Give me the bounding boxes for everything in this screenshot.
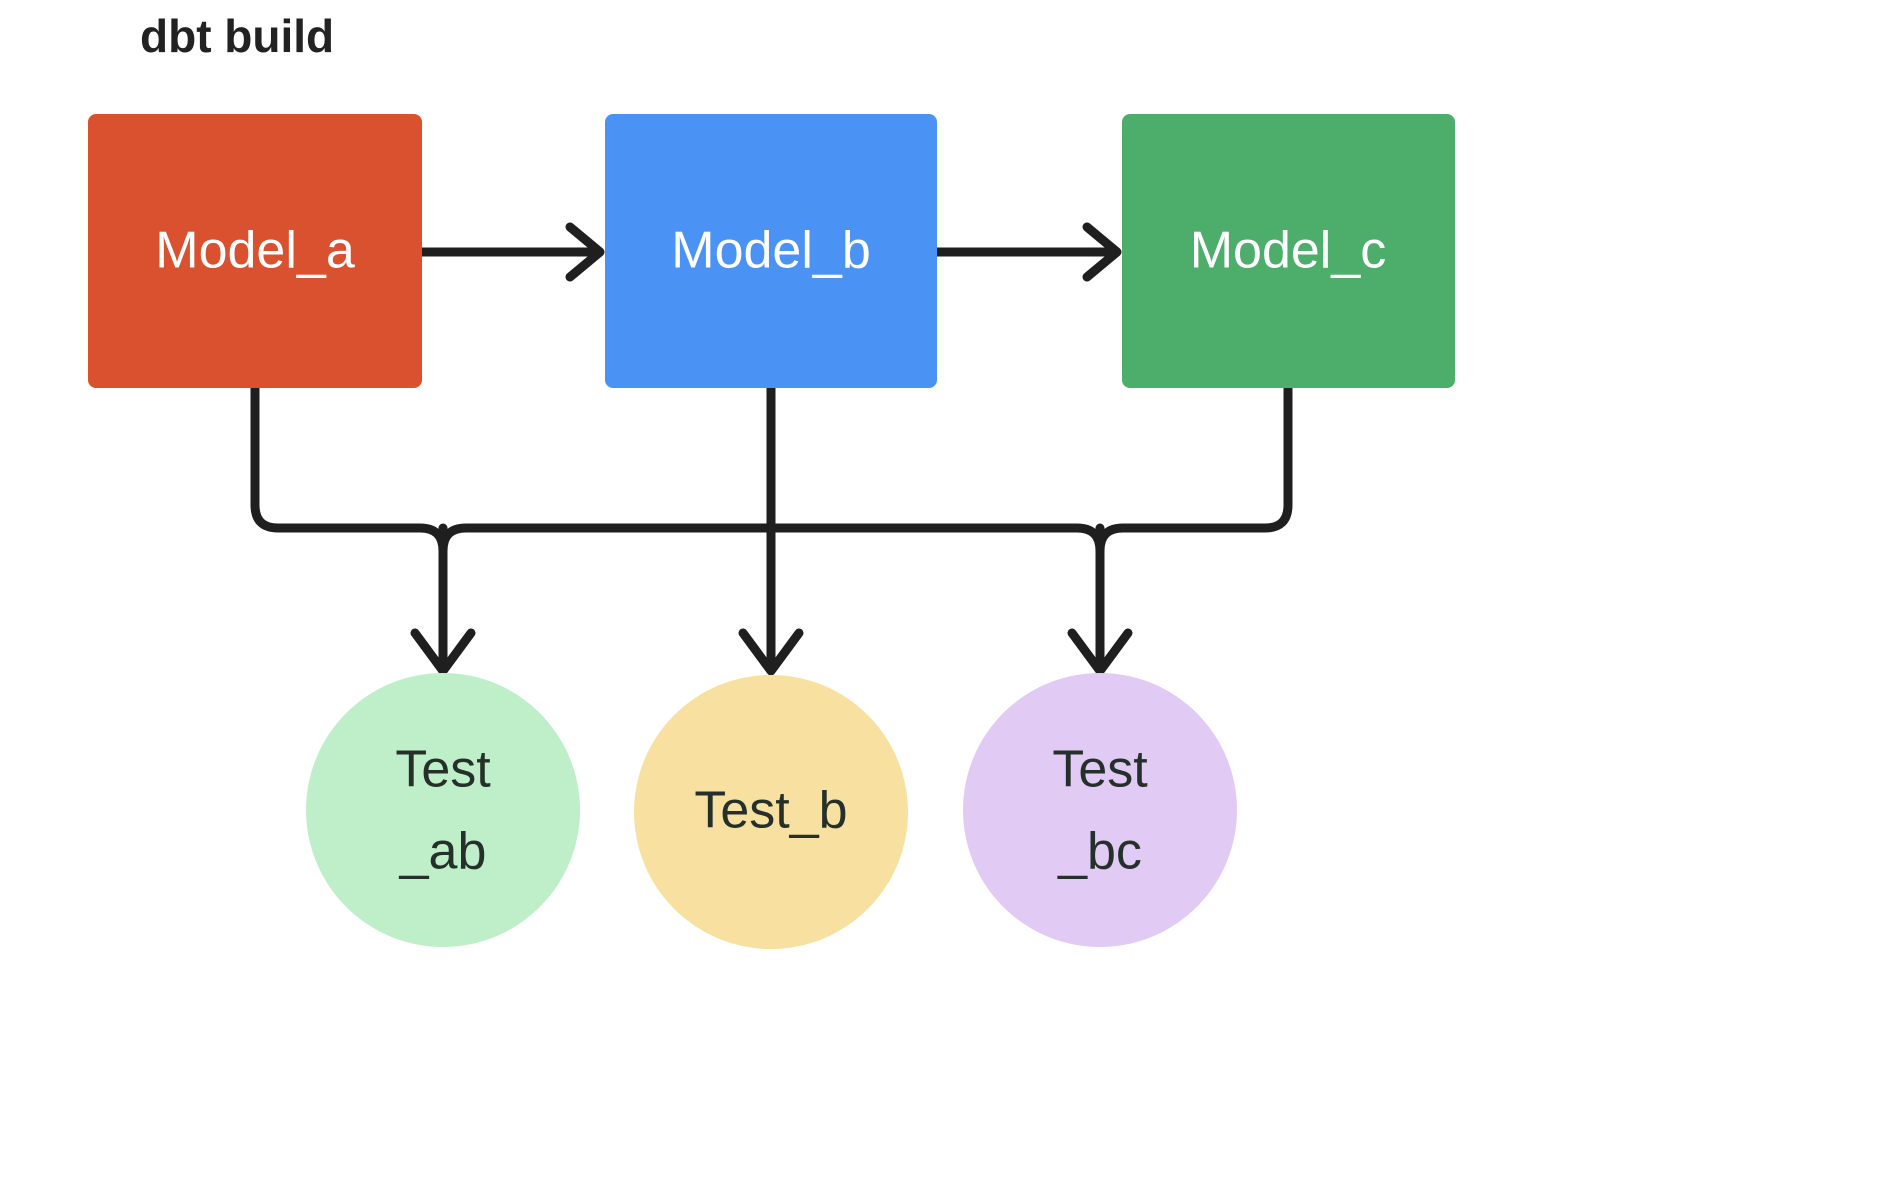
node-model_b[interactable]: Model_b [605, 114, 937, 388]
edge-model_b-test_bc [766, 523, 1105, 556]
edge-model_a-test_ab [250, 383, 448, 556]
node-test_ab-label-line2: _ab [399, 823, 487, 881]
edge-model_c-test_bc [1095, 383, 1293, 556]
node-model_c-shape[interactable] [1122, 114, 1455, 388]
node-model_a-label: Model_a [155, 222, 355, 280]
node-test_b-shape[interactable] [634, 675, 908, 949]
node-test_ab[interactable]: Test _ab [306, 673, 580, 947]
node-test_ab-label-line1: Test [395, 741, 491, 799]
edge-model_b-test_ab [438, 523, 776, 556]
node-test_b[interactable]: Test_b [634, 675, 908, 949]
node-test_ab-shape[interactable] [306, 673, 580, 947]
edge-model_b-model_c [932, 222, 1122, 282]
node-model_a[interactable]: Model_a [88, 114, 422, 388]
node-model_c-label: Model_c [1190, 222, 1387, 280]
node-model_c[interactable]: Model_c [1122, 114, 1455, 388]
node-test_b-label-line1: Test_b [694, 782, 847, 840]
arrow-into-test_b [738, 523, 804, 676]
node-test_bc-label-line1: Test [1052, 741, 1148, 799]
arrow-into-test_bc [1067, 523, 1133, 676]
node-test_bc[interactable]: Test _bc [963, 673, 1237, 947]
arrow-into-test_ab [410, 523, 476, 676]
node-test_bc-label-line2: _bc [1057, 823, 1142, 881]
node-model_a-shape[interactable] [88, 114, 422, 388]
node-model_b-shape[interactable] [605, 114, 937, 388]
page-title: dbt build [140, 10, 334, 62]
edge-model_a-model_b [417, 222, 605, 282]
node-test_bc-shape[interactable] [963, 673, 1237, 947]
node-model_b-label: Model_b [671, 222, 870, 280]
